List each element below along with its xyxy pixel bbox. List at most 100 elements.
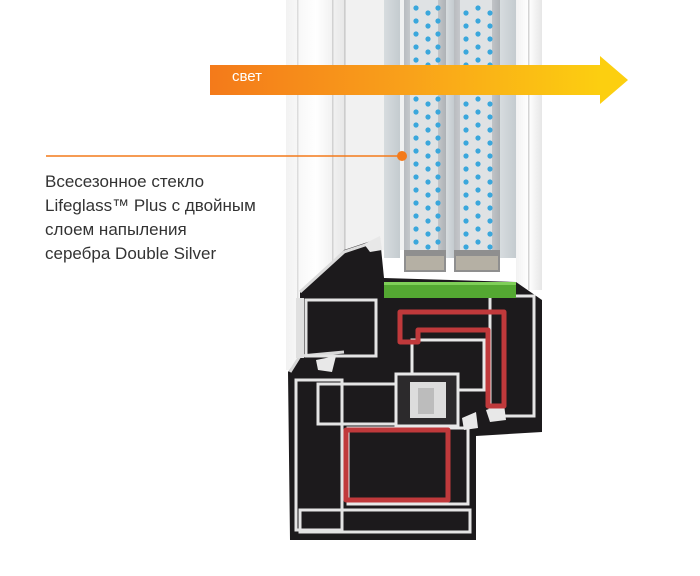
- desiccant-dot: [435, 226, 441, 232]
- desiccant-dot: [487, 192, 493, 198]
- light-arrow: [210, 56, 628, 104]
- desiccant-dot: [475, 44, 481, 50]
- desiccant-dot: [435, 18, 441, 24]
- desiccant-dot: [413, 31, 419, 37]
- desiccant-dot: [487, 205, 493, 211]
- desiccant-dot: [425, 49, 431, 55]
- desiccant-dot: [475, 174, 481, 180]
- desiccant-dot: [475, 122, 481, 128]
- desiccant-dot: [475, 57, 481, 63]
- desiccant-dot: [425, 10, 431, 16]
- caption-line: Lifeglass™ Plus с двойным: [45, 196, 256, 215]
- desiccant-dot: [435, 109, 441, 115]
- desiccant-dot: [475, 5, 481, 11]
- desiccant-dot: [463, 244, 469, 250]
- desiccant-dot: [475, 96, 481, 102]
- arrow-label: свет: [232, 68, 263, 85]
- desiccant-dot: [475, 161, 481, 167]
- desiccant-dot: [475, 31, 481, 37]
- desiccant-dot: [435, 57, 441, 63]
- desiccant-dot: [463, 49, 469, 55]
- desiccant-dot: [487, 101, 493, 107]
- desiccant-dot: [413, 109, 419, 115]
- leader-line: [46, 151, 407, 161]
- desiccant-dot: [463, 10, 469, 16]
- steel-reinforcement-lower: [343, 427, 451, 503]
- desiccant-dot: [435, 148, 441, 154]
- desiccant-dot: [463, 192, 469, 198]
- desiccant-dot: [413, 122, 419, 128]
- desiccant-dot: [425, 36, 431, 42]
- desiccant-dot: [425, 153, 431, 159]
- desiccant-dot: [435, 135, 441, 141]
- desiccant-dot: [425, 166, 431, 172]
- desiccant-dot: [487, 23, 493, 29]
- desiccant-dot: [425, 127, 431, 133]
- desiccant-dot: [425, 179, 431, 185]
- desiccant-dot: [475, 109, 481, 115]
- desiccant-dot: [487, 10, 493, 16]
- desiccant-dot: [475, 213, 481, 219]
- desiccant-dot: [413, 239, 419, 245]
- desiccant-dot: [487, 127, 493, 133]
- desiccant-dot: [487, 179, 493, 185]
- desiccant-dot: [463, 205, 469, 211]
- desiccant-dot: [463, 153, 469, 159]
- desiccant-dot: [413, 96, 419, 102]
- desiccant-dot: [487, 218, 493, 224]
- desiccant-dot: [413, 57, 419, 63]
- desiccant-dot: [413, 18, 419, 24]
- desiccant-dot: [425, 192, 431, 198]
- desiccant-dot: [435, 161, 441, 167]
- caption-line: Всесезонное стекло: [45, 172, 205, 191]
- desiccant-dot: [487, 114, 493, 120]
- desiccant-dot: [435, 96, 441, 102]
- desiccant-dot: [413, 226, 419, 232]
- glass-caption: Всесезонное стекло Lifeglass™ Plus с дво…: [45, 170, 295, 266]
- desiccant-dot: [475, 148, 481, 154]
- desiccant-dot: [463, 23, 469, 29]
- glass-unit: [346, 0, 516, 272]
- caption-line: слоем напыления: [45, 220, 187, 239]
- desiccant-dot: [487, 153, 493, 159]
- desiccant-dot: [475, 239, 481, 245]
- desiccant-dot: [425, 244, 431, 250]
- desiccant-dot: [463, 179, 469, 185]
- desiccant-dot: [425, 218, 431, 224]
- desiccant-dot: [435, 5, 441, 11]
- desiccant-dot: [463, 101, 469, 107]
- desiccant-dot: [435, 44, 441, 50]
- desiccant-dot: [475, 18, 481, 24]
- desiccant-dot: [475, 135, 481, 141]
- desiccant-dot: [413, 187, 419, 193]
- desiccant-dot: [425, 231, 431, 237]
- desiccant-dot: [463, 127, 469, 133]
- desiccant-dot: [413, 200, 419, 206]
- desiccant-dot: [487, 36, 493, 42]
- desiccant-dot: [487, 166, 493, 172]
- caption-line: серебра Double Silver: [45, 244, 217, 263]
- desiccant-dot: [425, 205, 431, 211]
- desiccant-dot: [487, 140, 493, 146]
- desiccant-dot: [487, 231, 493, 237]
- desiccant-dot: [463, 114, 469, 120]
- desiccant-dot: [413, 174, 419, 180]
- desiccant-dot: [413, 135, 419, 141]
- desiccant-dot: [463, 166, 469, 172]
- desiccant-dot: [463, 231, 469, 237]
- desiccant-dot: [435, 31, 441, 37]
- desiccant-dot: [435, 213, 441, 219]
- steel-reinforcement-upper: [397, 309, 507, 409]
- desiccant-dot: [463, 218, 469, 224]
- desiccant-dot: [425, 114, 431, 120]
- desiccant-dot: [413, 161, 419, 167]
- desiccant-dot: [463, 140, 469, 146]
- desiccant-dot: [435, 200, 441, 206]
- desiccant-dot: [435, 239, 441, 245]
- desiccant-dot: [435, 187, 441, 193]
- desiccant-dot: [413, 5, 419, 11]
- desiccant-dot: [413, 44, 419, 50]
- desiccant-dot: [413, 148, 419, 154]
- desiccant-dot: [487, 49, 493, 55]
